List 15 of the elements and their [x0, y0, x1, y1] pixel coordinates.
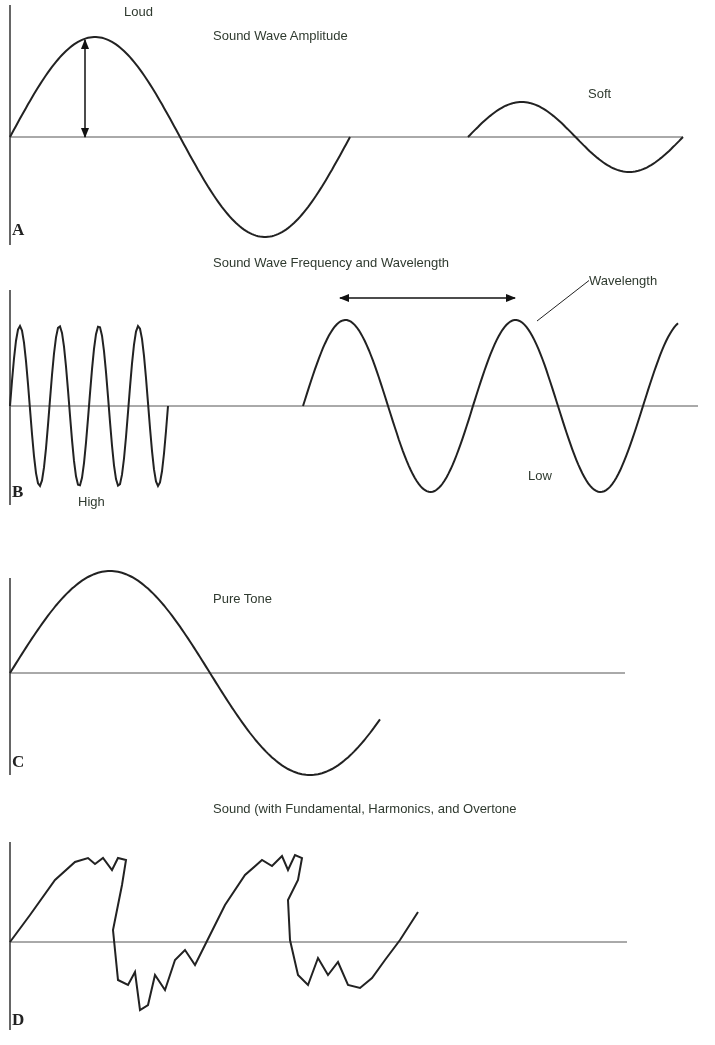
graph-title: Sound Wave Frequency and Wavelength [213, 255, 450, 270]
panel-letter: A [12, 220, 25, 240]
graph-title: Pure Tone [213, 591, 273, 606]
frequency-label: High [78, 494, 105, 509]
volume-label: Soft [588, 86, 612, 101]
panel-letter: B [12, 482, 24, 502]
frequency-label: Low [528, 468, 552, 483]
leader-line [536, 280, 590, 322]
panel-letter: D [12, 1010, 25, 1030]
graph-title: Sound Wave Amplitude [213, 28, 348, 43]
volume-label: Loud [124, 4, 153, 19]
graph-title: Sound (with Fundamental, Harmonics, and Overtone [213, 801, 517, 816]
panel-letter: C [12, 752, 25, 772]
callout-text: Wavelength [589, 273, 658, 288]
waveform-drawing [302, 319, 679, 493]
